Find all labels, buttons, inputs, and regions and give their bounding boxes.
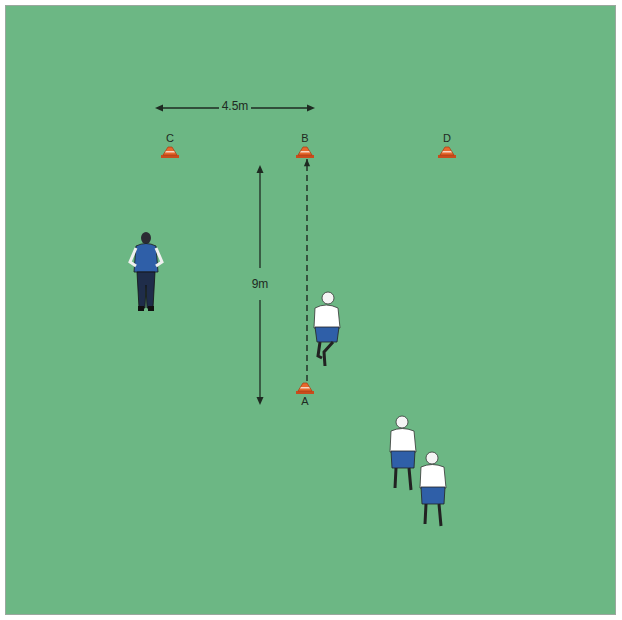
- player-running: [314, 292, 340, 366]
- cone-station: C: [155, 132, 185, 159]
- cone-station: D: [432, 132, 462, 159]
- dimension-label: 9m: [249, 277, 272, 291]
- cone-marker: [295, 145, 315, 159]
- coach-figure: [130, 232, 162, 311]
- cone-station: A: [290, 381, 320, 408]
- cone-marker: [160, 145, 180, 159]
- cone-letter: A: [301, 395, 308, 408]
- cone-marker: [437, 145, 457, 159]
- cone-station: B: [290, 132, 320, 159]
- run-path-arrow: [304, 159, 310, 381]
- player-waiting: [420, 452, 446, 526]
- cone-marker: [295, 381, 315, 395]
- cone-letter: D: [443, 132, 451, 145]
- cone-letter: B: [301, 132, 308, 145]
- cone-letter: C: [166, 132, 174, 145]
- pitch: [5, 5, 616, 615]
- player-waiting: [390, 416, 416, 490]
- dimension-label: 4.5m: [219, 99, 252, 113]
